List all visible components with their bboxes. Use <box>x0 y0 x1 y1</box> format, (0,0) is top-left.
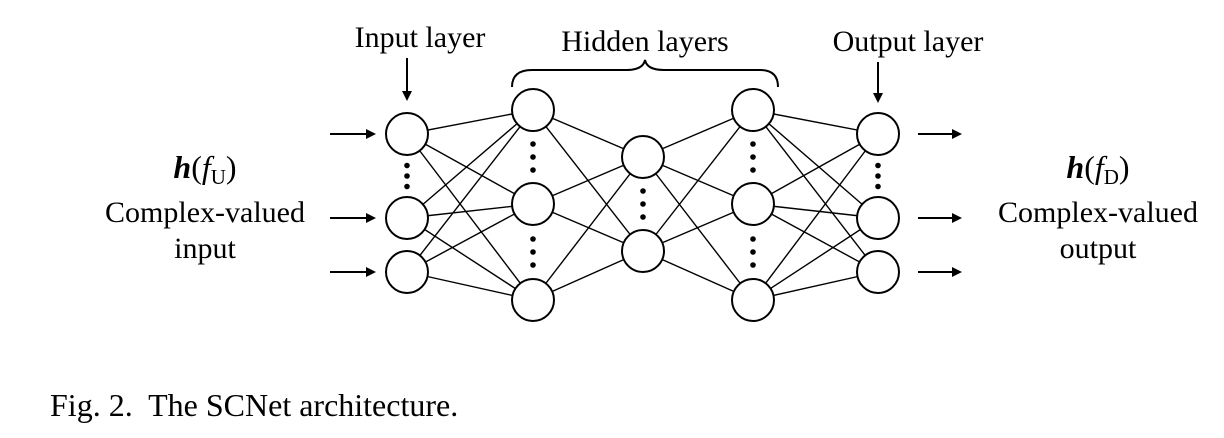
ellipsis-dot-hidden-1-1-0 <box>530 236 536 242</box>
ellipsis-dot-input-0-1 <box>404 173 410 179</box>
input-desc-line-1: Complex-valued <box>105 196 305 229</box>
ellipsis-dot-hidden-2-0-1 <box>640 201 646 207</box>
node-output-3 <box>856 250 900 294</box>
ellipsis-dot-hidden-3-1-1 <box>750 249 756 255</box>
node-hidden-2-1 <box>621 135 665 179</box>
node-output-1 <box>856 112 900 156</box>
ellipsis-dot-hidden-1-0-1 <box>530 154 536 160</box>
hidden-layers-label: Hidden layers <box>561 25 728 58</box>
ellipsis-dot-hidden-1-0-0 <box>530 141 536 147</box>
edge-hidden-2-0-to-hidden-3-2 <box>642 156 754 301</box>
hidden-layers-brace <box>511 59 779 88</box>
ellipsis-dot-hidden-2-0-2 <box>640 214 646 220</box>
output-formula: h(fD) <box>1066 149 1129 189</box>
figure-caption: Fig. 2. The SCNet architecture. <box>50 387 458 423</box>
edge-hidden-3-2-to-output-1 <box>752 217 879 301</box>
ellipsis-dot-hidden-1-1-1 <box>530 249 536 255</box>
ellipsis-dot-hidden-3-0-1 <box>750 154 756 160</box>
node-hidden-2-2 <box>621 229 665 273</box>
edge-input-0-to-hidden-1-1 <box>406 133 534 205</box>
node-input-2 <box>385 196 429 240</box>
ellipsis-dot-input-0-0 <box>404 162 410 169</box>
ellipsis-dot-hidden-3-0-2 <box>750 167 756 173</box>
output-desc-line-2: output <box>1060 232 1137 265</box>
node-hidden-3-3 <box>731 278 775 322</box>
node-hidden-3-1 <box>731 88 775 132</box>
edge-hidden-3-1-to-output-0 <box>752 133 879 205</box>
ellipsis-dot-output-0-0 <box>875 162 881 169</box>
edge-hidden-3-0-to-output-2 <box>752 109 879 273</box>
node-hidden-1-1 <box>511 88 555 132</box>
node-hidden-1-2 <box>511 182 555 226</box>
network-nodes <box>385 88 900 322</box>
ellipsis-dot-hidden-3-0-0 <box>750 141 756 147</box>
ellipsis-dot-output-0-1 <box>875 173 881 179</box>
ellipsis-dot-hidden-3-1-2 <box>750 262 756 268</box>
edge-hidden-3-0-to-output-1 <box>752 109 879 219</box>
edge-input-1-to-hidden-1-2 <box>406 217 534 301</box>
ellipsis-dot-output-0-2 <box>875 183 881 190</box>
edge-hidden-3-1-to-output-2 <box>752 203 879 273</box>
edge-input-0-to-hidden-1-2 <box>406 133 534 301</box>
edge-hidden-3-2-to-output-0 <box>752 133 879 301</box>
ellipsis-dot-input-0-2 <box>404 183 410 190</box>
node-hidden-3-2 <box>731 182 775 226</box>
node-input-1 <box>385 112 429 156</box>
ellipsis-dot-hidden-2-0-0 <box>640 188 646 194</box>
edge-input-1-to-hidden-1-0 <box>406 109 534 219</box>
input-formula: h(fU) <box>173 149 236 189</box>
edge-hidden-1-2-to-hidden-2-0 <box>532 156 644 301</box>
node-output-2 <box>856 196 900 240</box>
input-desc-line-2: input <box>174 232 236 265</box>
edge-input-2-to-hidden-1-1 <box>406 203 534 273</box>
edge-hidden-2-1-to-hidden-3-0 <box>642 109 754 252</box>
ellipsis-dot-hidden-3-1-0 <box>750 236 756 242</box>
output-desc-line-1: Complex-valued <box>998 196 1198 229</box>
ellipsis-dot-hidden-1-1-2 <box>530 262 536 268</box>
ellipsis-dot-hidden-1-0-2 <box>530 167 536 173</box>
node-input-3 <box>385 250 429 294</box>
edge-input-2-to-hidden-1-0 <box>406 109 534 273</box>
ellipsis-dots <box>404 141 881 268</box>
output-layer-label: Output layer <box>833 25 984 58</box>
input-layer-label: Input layer <box>355 21 486 54</box>
node-hidden-1-3 <box>511 278 555 322</box>
